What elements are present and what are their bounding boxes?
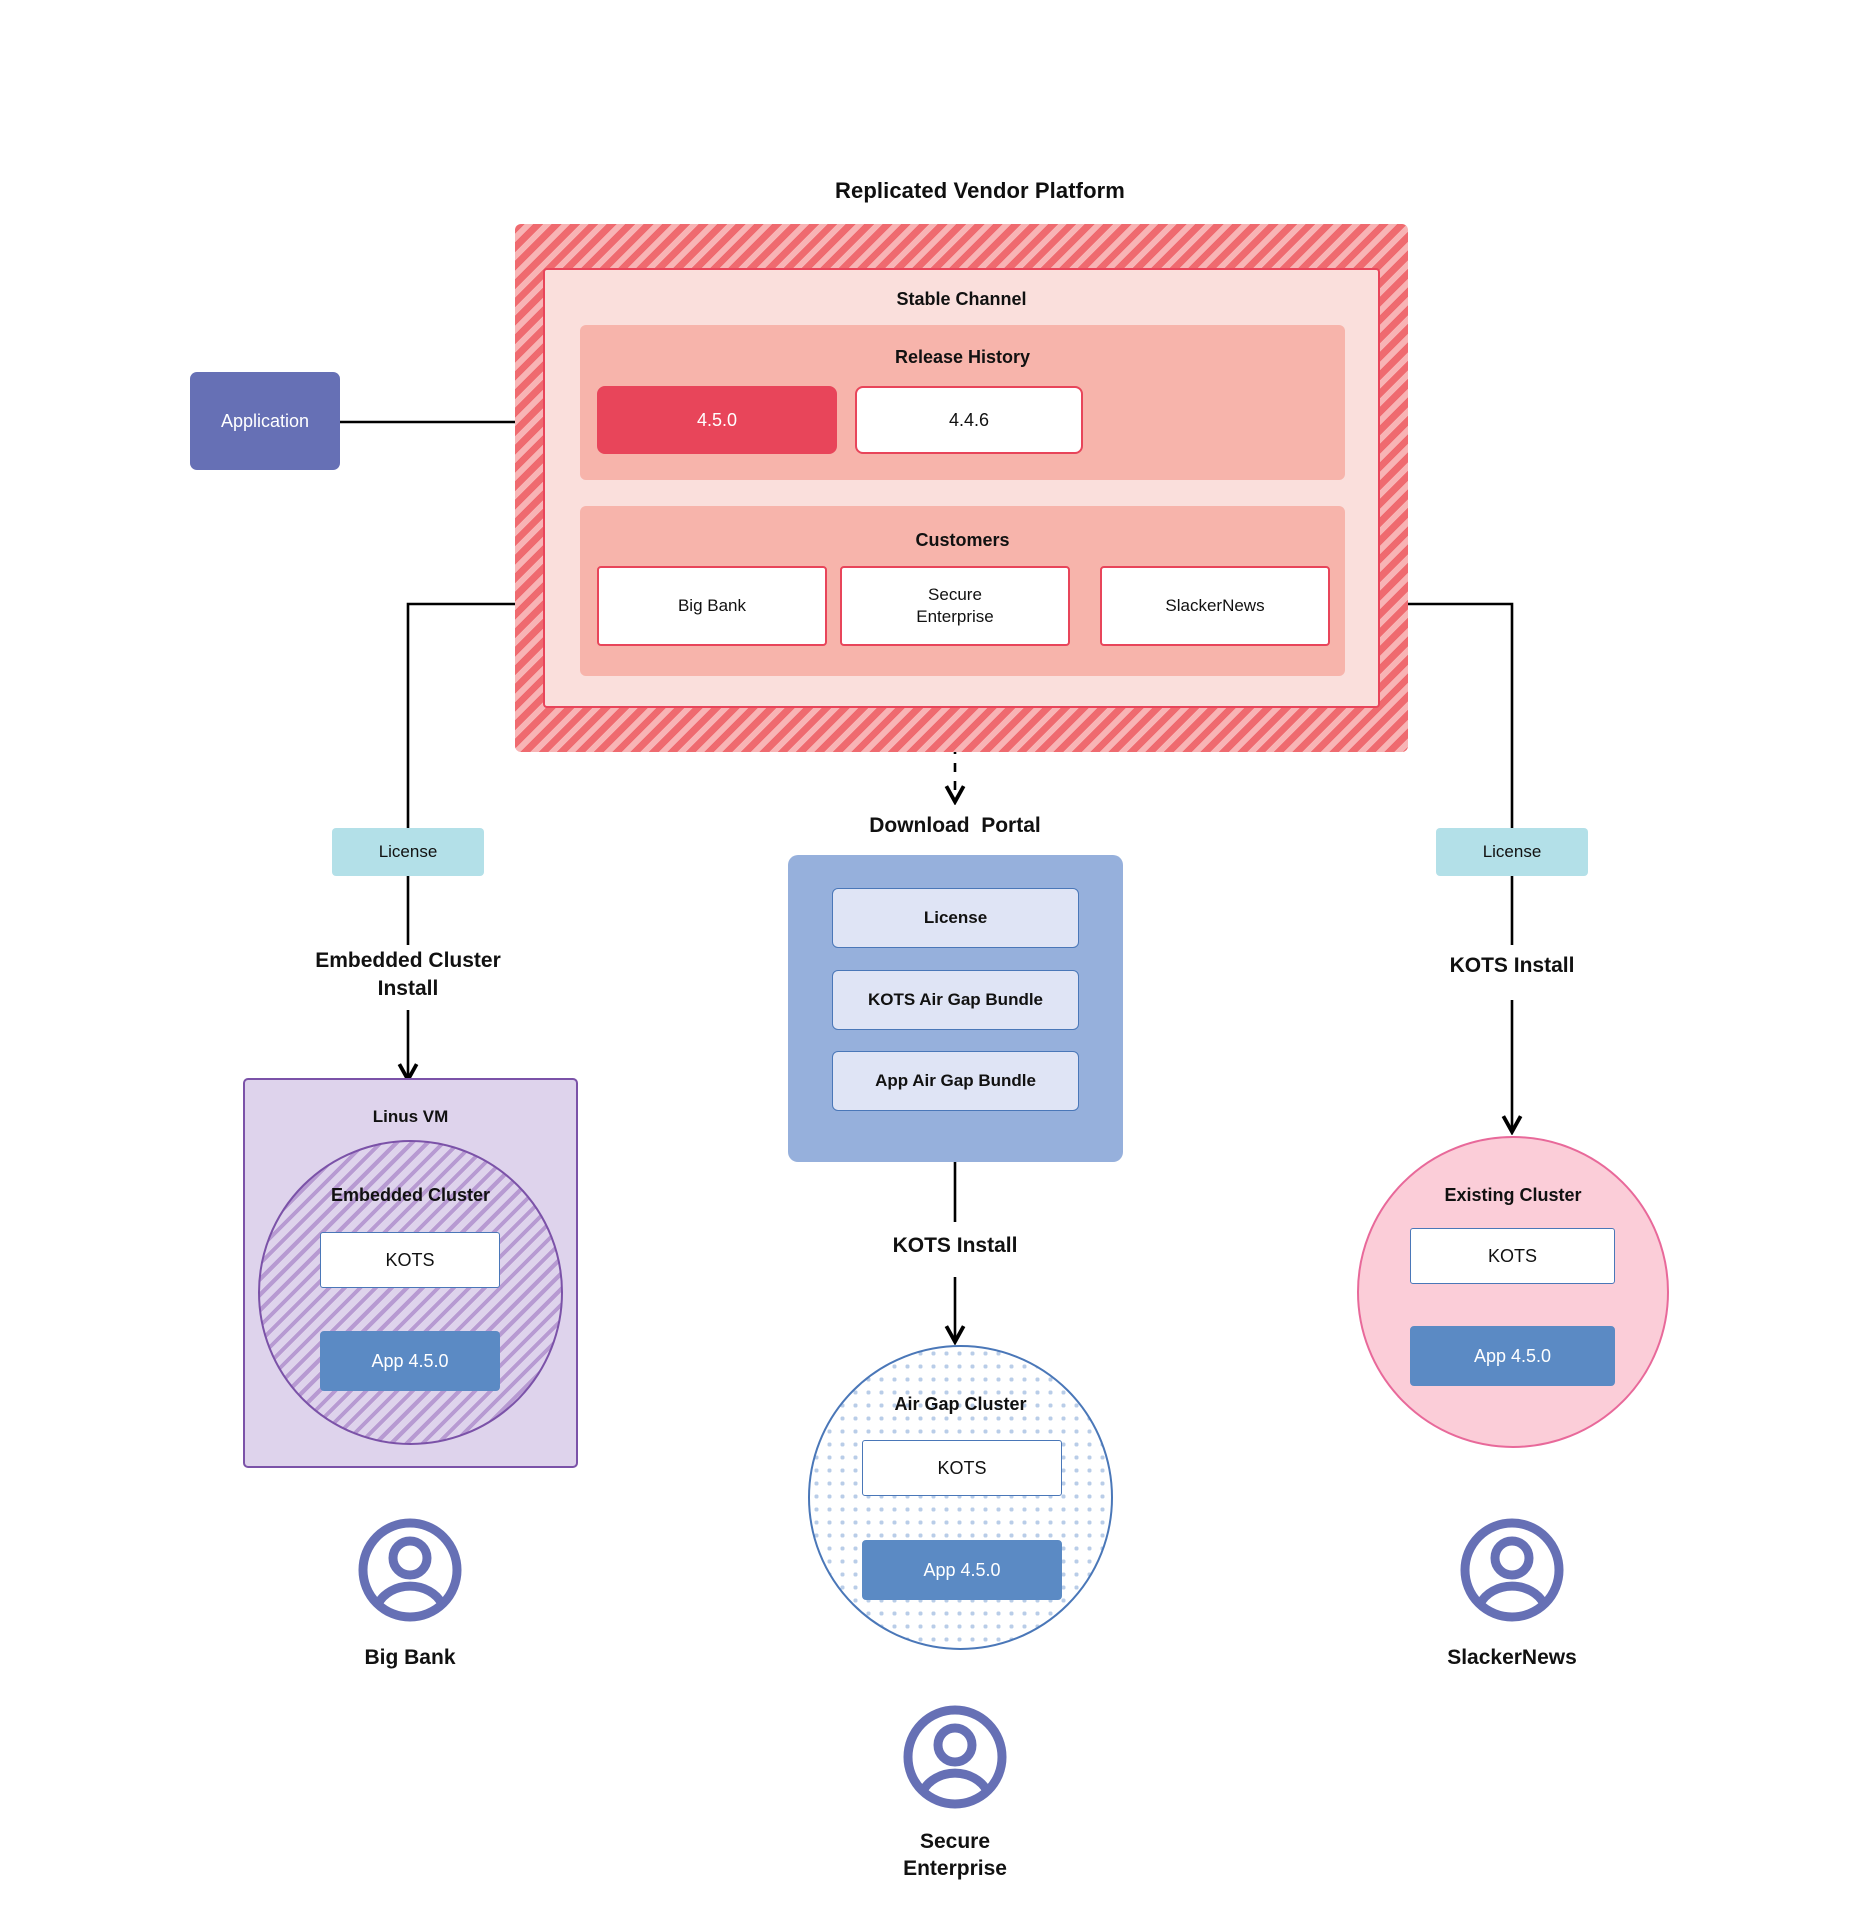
kots-box-middle[interactable]: KOTS [862,1440,1062,1496]
kots-box-left[interactable]: KOTS [320,1232,500,1288]
app-label: App 4.5.0 [923,1559,1001,1580]
kots-label: KOTS [937,1457,987,1478]
license-label: License [1482,842,1542,861]
avatar-big-bank [358,1518,462,1622]
embedded-cluster-install-label: Embedded Cluster Install [315,948,501,1000]
portal-item-label: License [923,908,988,927]
stable-channel-title: Stable Channel [896,288,1027,309]
application-box[interactable]: Application [190,372,340,470]
license-badge-right[interactable]: License [1436,828,1588,876]
customer-name: SlackerNews [1165,595,1265,615]
app-box-right[interactable]: App 4.5.0 [1410,1326,1615,1386]
customer-name: Secure Enterprise [916,584,994,626]
portal-item-license[interactable]: License [832,888,1079,948]
linus-vm-label: Linus VM [372,1107,449,1126]
release-history-title: Release History [894,346,1031,367]
portal-item-label: App Air Gap Bundle [875,1071,1036,1090]
license-badge-left[interactable]: License [332,828,484,876]
portal-item-app-air-gap-bundle[interactable]: App Air Gap Bundle [832,1051,1079,1111]
user-icon [903,1705,1007,1809]
app-box-left[interactable]: App 4.5.0 [320,1331,500,1391]
customer-card-big-bank[interactable]: Big Bank [597,566,827,646]
kots-label: KOTS [385,1249,435,1270]
avatar-slackernews [1460,1518,1564,1622]
existing-cluster-label: Existing Cluster [1444,1184,1582,1205]
avatar-secure-enterprise [903,1705,1007,1809]
user-icon [1460,1518,1564,1622]
air-gap-cluster-label: Air Gap Cluster [894,1393,1027,1414]
portal-item-label: KOTS Air Gap Bundle [867,990,1044,1009]
app-label: App 4.5.0 [371,1350,449,1371]
app-box-middle[interactable]: App 4.5.0 [862,1540,1062,1600]
embedded-cluster-label: Embedded Cluster [330,1184,491,1205]
embedded-cluster-circle [258,1140,563,1445]
release-card-previous[interactable]: 4.4.6 [855,386,1083,454]
release-version: 4.4.6 [948,409,990,430]
customer-card-slackernews[interactable]: SlackerNews [1100,566,1330,646]
persona-label-big-bank: Big Bank [364,1646,456,1670]
release-version: 4.5.0 [696,409,738,430]
download-portal-title: Download Portal [869,814,1041,837]
kots-box-right[interactable]: KOTS [1410,1228,1615,1284]
release-card-current[interactable]: 4.5.0 [597,386,837,454]
portal-item-kots-air-gap-bundle[interactable]: KOTS Air Gap Bundle [832,970,1079,1030]
diagram-title: Replicated Vendor Platform [835,178,1125,203]
license-label: License [378,842,438,861]
persona-label-slackernews: SlackerNews [1447,1646,1577,1670]
user-icon [358,1518,462,1622]
application-label: Application [220,410,310,431]
persona-label-secure-enterprise: Secure Enterprise [903,1829,1007,1880]
app-label: App 4.5.0 [1473,1345,1552,1366]
kots-install-label-middle: KOTS Install [892,1234,1018,1257]
customer-card-secure-enterprise[interactable]: Secure Enterprise [840,566,1070,646]
air-gap-cluster-circle [808,1345,1113,1650]
kots-label: KOTS [1487,1245,1537,1266]
kots-install-label-right: KOTS Install [1449,954,1575,977]
existing-cluster-circle [1357,1136,1669,1448]
customer-name: Big Bank [677,595,747,615]
customers-title: Customers [915,529,1010,550]
